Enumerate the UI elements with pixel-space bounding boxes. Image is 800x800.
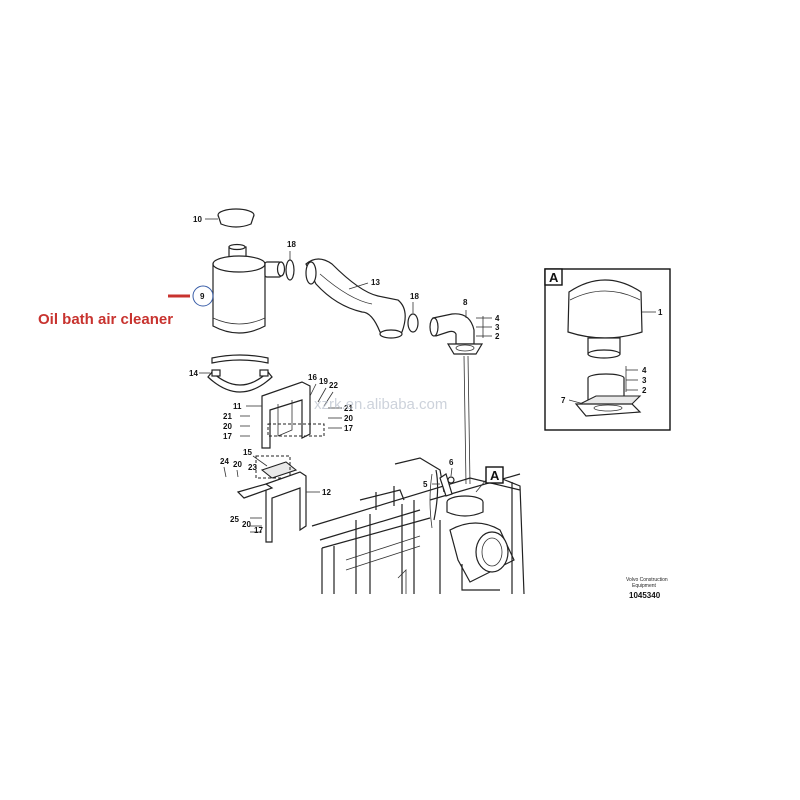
detail-marker-letter: A <box>490 468 500 483</box>
hardware-left-upper: 21 20 17 <box>223 412 250 441</box>
detail-label-4: 4 <box>642 366 647 375</box>
watermark: xzrk.en.alibaba.com <box>314 396 447 413</box>
label-21-right: 21 <box>344 404 353 413</box>
cap-part-10: 10 <box>193 208 255 228</box>
label-16: 16 <box>308 373 317 382</box>
title-block: Volvo Construction Equipment 1045340 <box>626 577 668 600</box>
label-25: 25 <box>230 515 239 524</box>
label-18-right: 18 <box>410 292 419 301</box>
hose-clamp-part-18-left: 18 <box>285 240 296 281</box>
elbow-part-8: 8 4 3 2 <box>429 298 500 485</box>
mounting-plate-part-12: 12 25 20 17 <box>230 471 331 543</box>
label-24: 24 <box>220 457 229 466</box>
label-20-lower: 20 <box>242 520 251 529</box>
machine-frame <box>311 457 525 595</box>
detail-view-a: A 1 4 3 2 7 <box>544 268 671 431</box>
callout-oil-bath-air-cleaner: Oil bath air cleaner <box>38 311 173 328</box>
label-11: 11 <box>233 402 242 411</box>
label-18-left: 18 <box>287 240 296 249</box>
brand-line-2: Equipment <box>632 583 657 589</box>
hose-part-13: 13 <box>305 258 406 339</box>
label-23: 23 <box>248 463 257 472</box>
air-cleaner-body-part-9: 9 Oil bath air cleaner <box>38 243 286 334</box>
detail-marker-a: A <box>475 466 504 493</box>
label-2: 2 <box>495 332 500 341</box>
label-21-left: 21 <box>223 412 232 421</box>
label-13: 13 <box>371 278 380 287</box>
hardware-right-upper: 16 19 22 21 20 17 <box>308 373 353 433</box>
label-3: 3 <box>495 323 500 332</box>
label-19: 19 <box>319 377 328 386</box>
label-10: 10 <box>193 215 202 224</box>
hose-clamp-part-18-right: 18 <box>407 292 419 333</box>
label-17-right: 17 <box>344 424 353 433</box>
label-6: 6 <box>449 458 454 467</box>
label-17-lower: 17 <box>254 526 263 535</box>
label-20-right: 20 <box>344 414 353 423</box>
detail-label-1: 1 <box>658 308 663 317</box>
drawing-number: 1045340 <box>629 591 661 600</box>
label-12: 12 <box>322 488 331 497</box>
detail-label-2: 2 <box>642 386 647 395</box>
plate-part-15: 15 23 24 20 <box>220 448 298 479</box>
detail-label-7: 7 <box>561 396 566 405</box>
label-4: 4 <box>495 314 500 323</box>
label-17-left: 17 <box>223 432 232 441</box>
label-14: 14 <box>189 369 198 378</box>
label-22: 22 <box>329 381 338 390</box>
label-8: 8 <box>463 298 468 307</box>
strap-part-14: 14 <box>189 354 273 393</box>
pipe-part-5-6: 6 5 <box>423 458 455 497</box>
detail-box-letter: A <box>549 270 559 285</box>
brand-line-1: Volvo Construction <box>626 577 668 583</box>
label-20-left: 20 <box>223 422 232 431</box>
bracket-part-11: 11 <box>233 381 325 449</box>
label-9: 9 <box>200 292 205 301</box>
label-5: 5 <box>423 480 428 489</box>
detail-label-3: 3 <box>642 376 647 385</box>
label-20-mid: 20 <box>233 460 242 469</box>
label-15: 15 <box>243 448 252 457</box>
